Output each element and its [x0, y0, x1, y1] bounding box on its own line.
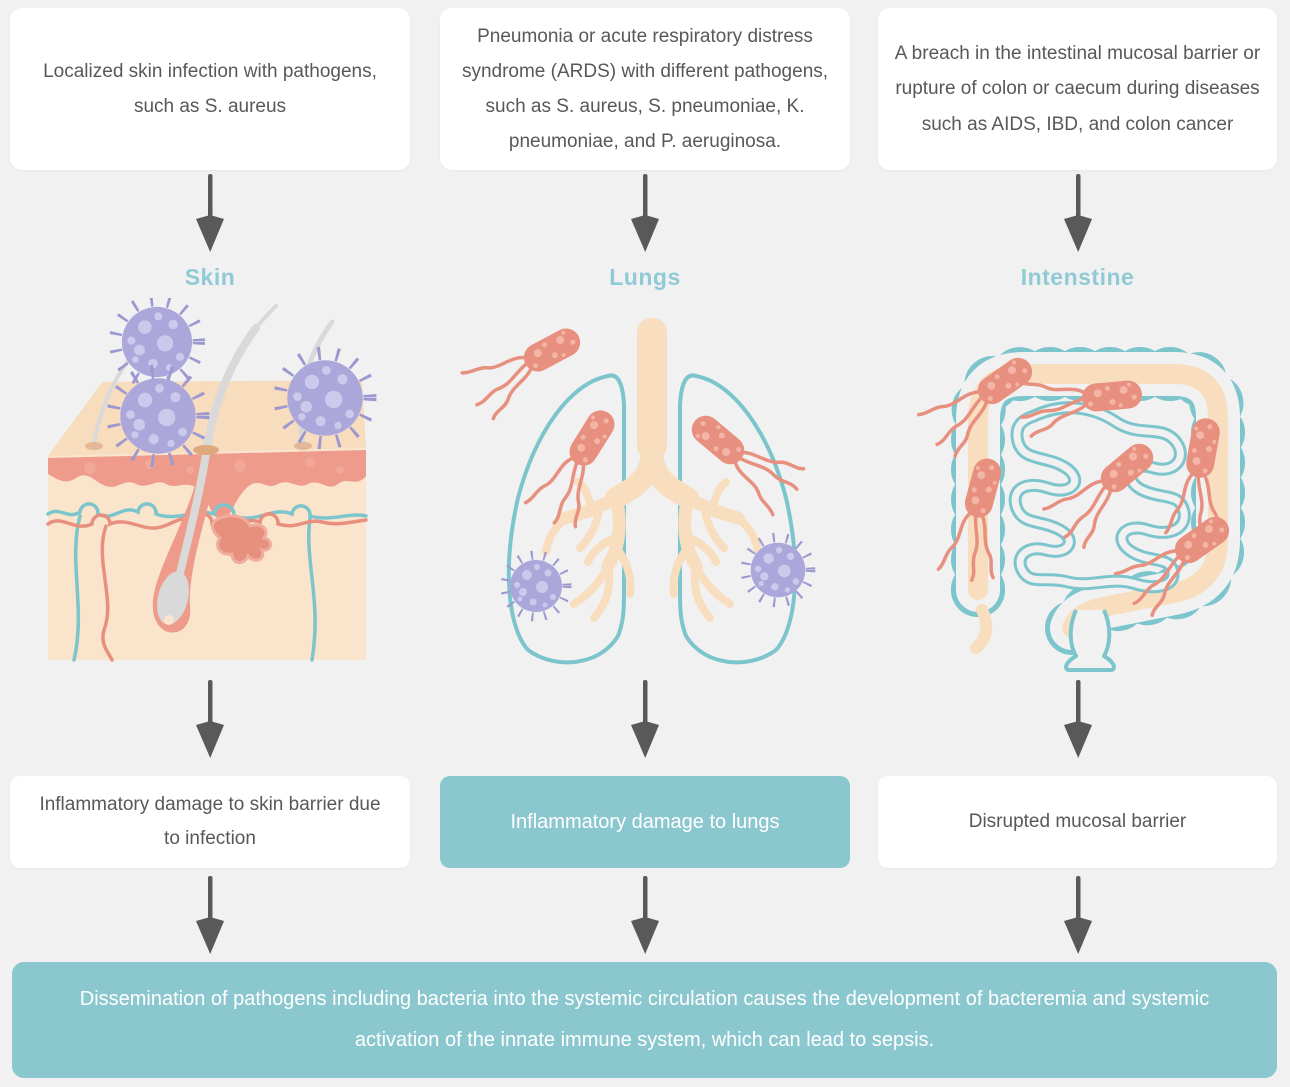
dermis-texture — [84, 457, 344, 474]
arrow-row — [1062, 170, 1094, 256]
skin-cross-section-icon — [46, 298, 410, 662]
virus-particle-icon — [505, 555, 567, 617]
lungs-illustration — [440, 298, 850, 676]
intestines-icon — [915, 344, 1248, 672]
arrow-row — [194, 676, 226, 762]
bronchial-tree — [542, 318, 762, 622]
arrow-row — [194, 868, 226, 962]
lungs-icon — [458, 314, 850, 665]
cause-box: Pneumonia or acute respiratory distress … — [440, 8, 850, 170]
arrow-row — [194, 170, 226, 256]
down-arrow-icon — [196, 680, 224, 758]
result-text: Inflammatory damage to lungs — [510, 811, 780, 833]
cause-text: A breach in the intestinal mucosal barri… — [894, 43, 1261, 135]
down-arrow-icon — [1063, 876, 1092, 954]
result-box: Inflammatory damage to skin barrier due … — [10, 776, 410, 868]
intestine-illustration — [878, 298, 1277, 676]
cause-text: Pneumonia or acute respiratory distress … — [461, 25, 829, 153]
bacteria-rod-icon — [458, 314, 596, 425]
organ-label: Lungs — [609, 263, 681, 290]
result-text: Inflammatory damage to skin barrier due … — [39, 793, 381, 849]
arrow-row — [629, 868, 661, 962]
skin-pores — [85, 442, 312, 455]
down-arrow-icon — [1063, 680, 1092, 758]
column-intestine: A breach in the intestinal mucosal barri… — [878, 0, 1277, 962]
sepsis-outcome-banner: Dissemination of pathogens including bac… — [12, 962, 1277, 1078]
result-box: Inflammatory damage to lungs — [440, 776, 850, 868]
down-arrow-icon — [631, 876, 659, 954]
down-arrow-icon — [196, 174, 224, 252]
organ-label: Intenstine — [1020, 263, 1135, 290]
column-skin: Localized skin infection with pathogens,… — [10, 0, 410, 962]
capillary-cluster — [211, 514, 272, 564]
organ-label: Skin — [184, 263, 236, 290]
cause-text: Localized skin infection with pathogens,… — [43, 60, 377, 117]
result-box: Disrupted mucosal barrier — [878, 776, 1277, 868]
cause-box: A breach in the intestinal mucosal barri… — [878, 8, 1277, 170]
arrow-row — [629, 676, 661, 762]
down-arrow-icon — [631, 174, 659, 252]
result-text: Disrupted mucosal barrier — [968, 810, 1187, 832]
arrow-row — [629, 170, 661, 256]
rectum — [1064, 609, 1116, 672]
trachea — [637, 318, 667, 460]
down-arrow-icon — [1063, 174, 1092, 252]
cause-box: Localized skin infection with pathogens,… — [10, 8, 410, 170]
virus-particle-icon — [115, 300, 199, 384]
column-lungs: Pneumonia or acute respiratory distress … — [440, 0, 850, 962]
arrow-row — [1062, 868, 1094, 962]
sepsis-outcome-text: Dissemination of pathogens including bac… — [79, 988, 1210, 1051]
appendix — [970, 604, 993, 654]
down-arrow-icon — [196, 876, 224, 954]
skin-illustration — [10, 298, 410, 676]
down-arrow-icon — [631, 680, 659, 758]
arrow-row — [1062, 676, 1094, 762]
